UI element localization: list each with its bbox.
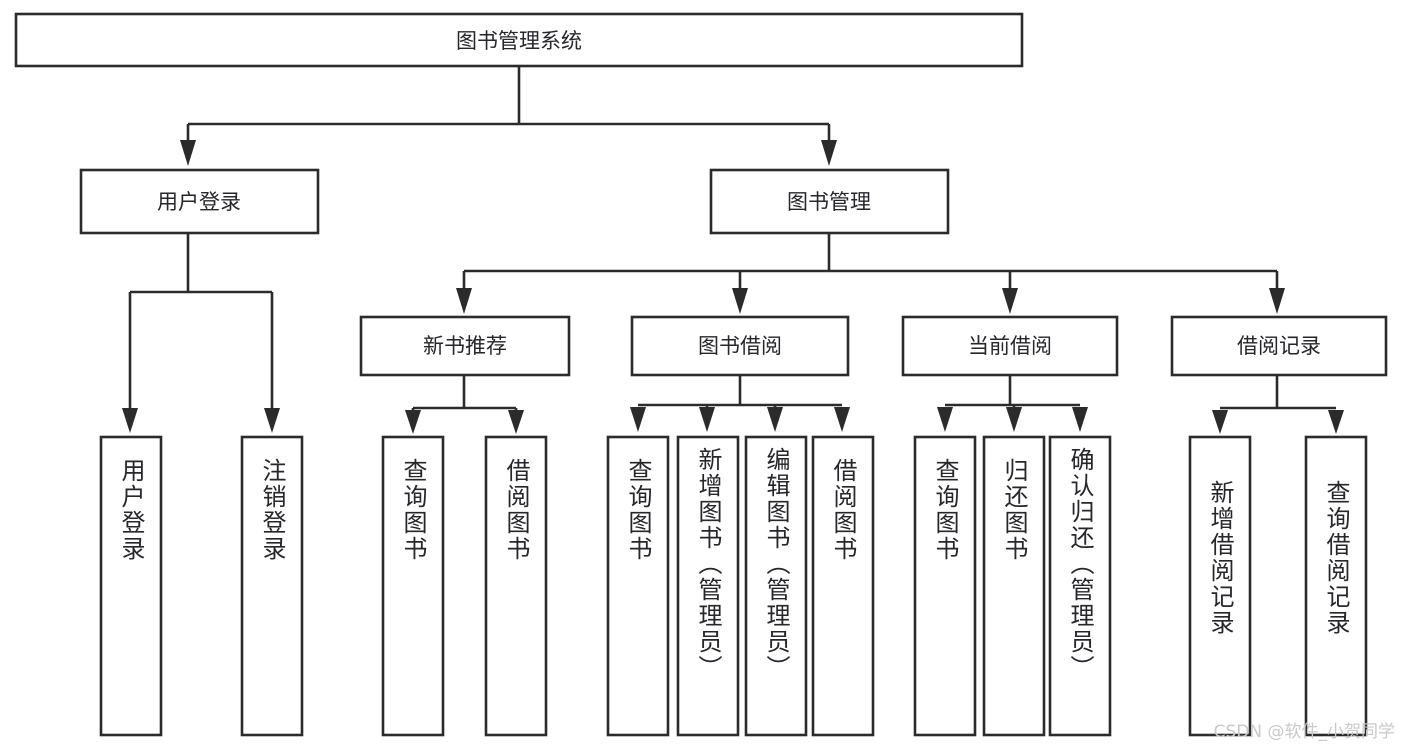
node-leaf-query-record[interactable]: 查询借阅记录 [1304, 435, 1368, 737]
arrowhead-leaf-return-book [1006, 407, 1022, 432]
node-user-login[interactable]: 用户登录 [79, 168, 320, 235]
arrowhead-leaf-confirm-return [1072, 407, 1088, 432]
arrowhead-leaf-user-logout [264, 408, 280, 433]
node-leaf-query-book-1-label: 查询图书 [399, 458, 427, 562]
node-current-borrow-label: 当前借阅 [968, 334, 1052, 358]
node-borrow-record-label: 借阅记录 [1237, 334, 1321, 358]
node-current-borrow-box[interactable] [901, 315, 1119, 377]
edge-group-root [180, 66, 837, 166]
arrowhead-current-borrow [1002, 288, 1018, 314]
node-leaf-confirm-return-label: 确认归还（管理员） [1066, 447, 1094, 681]
node-book-management-label: 图书管理 [787, 190, 871, 214]
node-leaf-query-book-2-label: 查询图书 [624, 458, 652, 562]
arrowhead-leaf-user-login [122, 408, 138, 433]
node-leaf-edit-book[interactable]: 编辑图书（管理员） [744, 435, 808, 737]
node-leaf-confirm-return[interactable]: 确认归还（管理员） [1048, 435, 1112, 737]
node-leaf-query-record-label: 查询借阅记录 [1322, 480, 1350, 636]
arrowhead-leaf-add-record [1212, 410, 1228, 434]
arrowhead-leaf-borrow-book-2 [834, 407, 850, 432]
node-leaf-add-book-box[interactable] [676, 435, 740, 737]
arrowhead-leaf-add-book [699, 407, 715, 432]
node-leaf-add-book[interactable]: 新增图书（管理员） [676, 435, 740, 737]
node-book-borrow[interactable]: 图书借阅 [630, 315, 850, 377]
node-leaf-query-book-3[interactable]: 查询图书 [913, 435, 977, 737]
arrowhead-book-management [821, 140, 837, 166]
arrowhead-leaf-borrow-book-1 [508, 410, 524, 434]
node-leaf-user-login[interactable]: 用户登录 [99, 435, 163, 737]
arrowhead-book-borrow [732, 288, 748, 314]
node-leaf-return-book[interactable]: 归还图书 [982, 435, 1046, 737]
edge-group-new-book-recommend [405, 375, 524, 434]
arrowhead-leaf-edit-book [767, 407, 783, 432]
node-leaf-borrow-book-2-label: 借阅图书 [829, 458, 857, 562]
node-leaf-user-logout-box[interactable] [240, 435, 304, 737]
node-leaf-query-book-2[interactable]: 查询图书 [606, 435, 670, 737]
node-leaf-return-book-box[interactable] [982, 435, 1046, 737]
node-new-book-recommend-label: 新书推荐 [423, 334, 507, 358]
node-leaf-add-record-label: 新增借阅记录 [1206, 480, 1234, 636]
node-leaf-query-book-3-label: 查询图书 [931, 458, 959, 562]
node-new-book-recommend-box[interactable] [359, 315, 571, 377]
edge-group-borrow-record [1212, 375, 1344, 434]
node-borrow-record-box[interactable] [1170, 315, 1388, 377]
node-leaf-edit-book-box[interactable] [744, 435, 808, 737]
node-leaf-user-login-label: 用户登录 [117, 458, 145, 562]
node-leaf-edit-book-label: 编辑图书（管理员） [762, 447, 790, 681]
node-book-borrow-box[interactable] [630, 315, 850, 377]
node-book-management[interactable]: 图书管理 [709, 168, 950, 235]
node-borrow-record[interactable]: 借阅记录 [1170, 315, 1388, 377]
edge-group-user-login [122, 233, 280, 433]
node-leaf-user-login-box[interactable] [99, 435, 163, 737]
node-new-book-recommend[interactable]: 新书推荐 [359, 315, 571, 377]
node-user-login-label: 用户登录 [157, 190, 241, 214]
node-leaf-user-logout[interactable]: 注销登录 [240, 435, 304, 737]
edge-group-current-borrow [937, 375, 1088, 432]
node-leaf-user-logout-label: 注销登录 [258, 458, 286, 562]
arrowhead-borrow-record [1269, 288, 1285, 314]
arrowhead-leaf-query-book-2 [630, 407, 646, 432]
edge-group-book-management [456, 233, 1285, 314]
node-book-management-box[interactable] [709, 168, 950, 235]
node-leaf-borrow-book-1-box[interactable] [484, 435, 548, 737]
node-user-login-box[interactable] [79, 168, 320, 235]
node-system-label: 图书管理系统 [456, 29, 582, 53]
edge-group-book-borrow [630, 375, 850, 432]
node-leaf-query-book-1[interactable]: 查询图书 [381, 435, 445, 737]
arrowhead-user-login [180, 140, 196, 166]
node-leaf-return-book-label: 归还图书 [1000, 458, 1028, 562]
node-leaf-query-record-box[interactable] [1304, 435, 1368, 737]
node-book-borrow-label: 图书借阅 [698, 334, 782, 358]
node-leaf-query-book-2-box[interactable] [606, 435, 670, 737]
node-system-box[interactable] [14, 12, 1024, 68]
node-leaf-query-book-3-box[interactable] [913, 435, 977, 737]
node-leaf-add-record-box[interactable] [1188, 435, 1252, 737]
arrowhead-leaf-query-record [1328, 410, 1344, 434]
node-leaf-confirm-return-box[interactable] [1048, 435, 1112, 737]
node-leaf-borrow-book-2-box[interactable] [811, 435, 875, 737]
node-leaf-borrow-book-1[interactable]: 借阅图书 [484, 435, 548, 737]
node-current-borrow[interactable]: 当前借阅 [901, 315, 1119, 377]
node-system[interactable]: 图书管理系统 [14, 12, 1024, 68]
arrowhead-leaf-query-book-1 [405, 410, 421, 434]
csdn-watermark: CSDN @软件_小贺同学 [1213, 722, 1395, 742]
node-leaf-add-record[interactable]: 新增借阅记录 [1188, 435, 1252, 737]
node-leaf-borrow-book-2[interactable]: 借阅图书 [811, 435, 875, 737]
arrowhead-leaf-query-book-3 [937, 407, 953, 432]
node-leaf-query-book-1-box[interactable] [381, 435, 445, 737]
arrowhead-new-book-recommend [456, 288, 472, 314]
node-leaf-add-book-label: 新增图书（管理员） [694, 447, 722, 681]
node-leaf-borrow-book-1-label: 借阅图书 [502, 458, 530, 562]
